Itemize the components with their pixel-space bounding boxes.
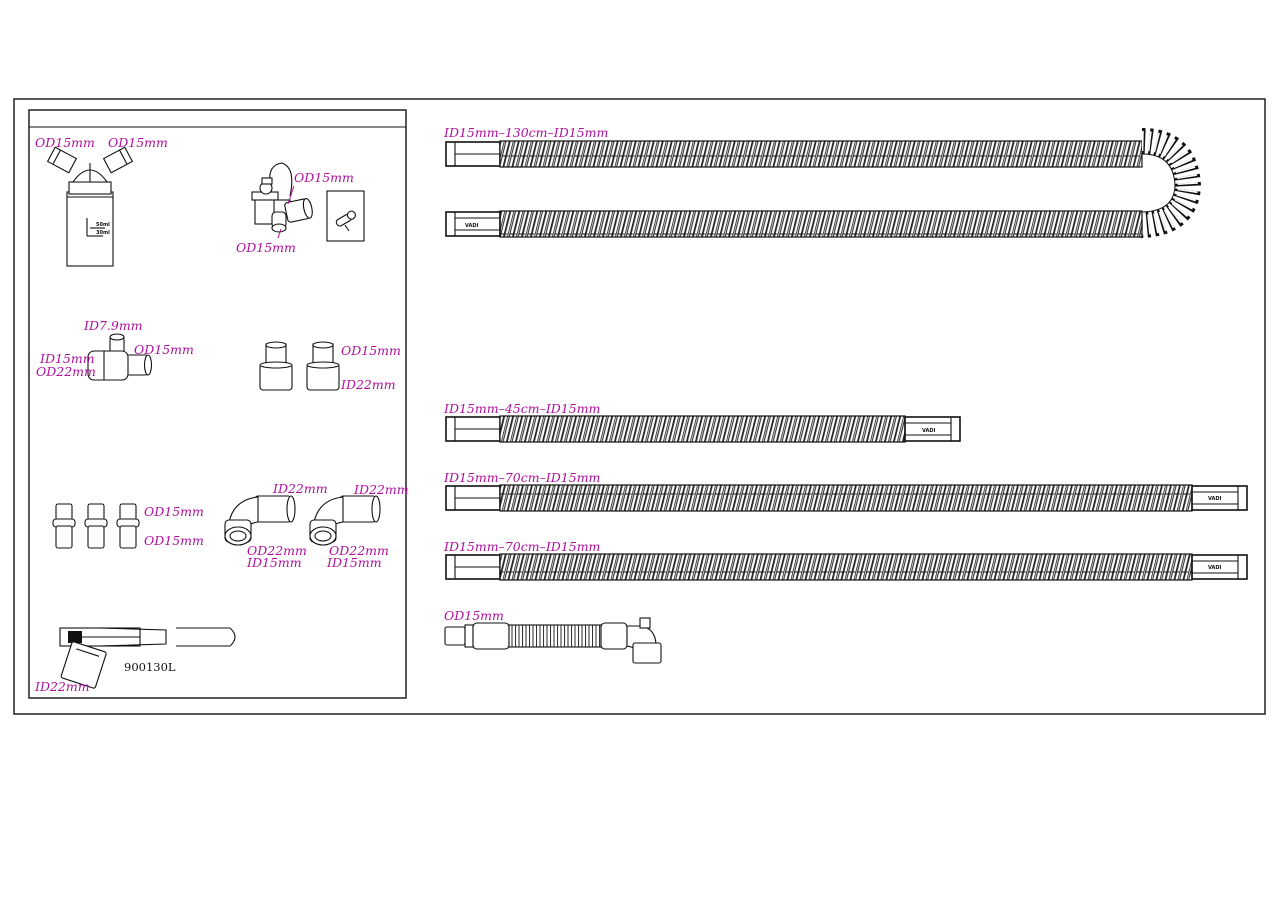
tube-130cm-cuff-mark: VADI — [465, 223, 479, 229]
tee-top-label: ID7.9mm — [83, 318, 143, 333]
valve-bottom-label: OD15mm — [236, 240, 296, 255]
tube-70cm-b-label: ID15mm–70cm–ID15mm — [443, 539, 600, 554]
elbow-2-od22-label: OD22mm — [329, 543, 389, 558]
outer-frame — [13, 98, 1266, 715]
tube-70cm-b — [445, 553, 1248, 581]
tube-short — [444, 617, 662, 664]
tube-70cm-a-cuff-mark: VADI — [1208, 496, 1222, 502]
y-adapter-left-label: OD15mm — [35, 135, 95, 150]
small-connector-1 — [52, 503, 76, 549]
elbow-1-id15-label: ID15mm — [246, 555, 302, 570]
elbow-1 — [224, 495, 296, 546]
tube-45cm-label: ID15mm–45cm–ID15mm — [443, 401, 600, 416]
small-connector-2 — [84, 503, 108, 549]
elbow-2-id15-label: ID15mm — [326, 555, 382, 570]
tee-connector — [87, 333, 153, 381]
tube-70cm-b-cuff-mark: VADI — [1208, 565, 1222, 571]
trap-id-label: ID22mm — [34, 679, 90, 694]
reducer-od-label: OD15mm — [341, 343, 401, 358]
elbow-2-id22-label: ID22mm — [353, 482, 409, 497]
small-connector-3 — [116, 503, 140, 549]
svg-text:50ml: 50ml — [96, 222, 110, 228]
connectors-od-top-label: OD15mm — [144, 504, 204, 519]
tee-right-label: OD15mm — [134, 342, 194, 357]
tube-45cm-cuff-mark: VADI — [922, 428, 936, 434]
tube-70cm-a-label: ID15mm–70cm–ID15mm — [443, 470, 600, 485]
valve — [251, 162, 313, 239]
y-adapter-right-label: OD15mm — [108, 135, 168, 150]
accessories-panel — [28, 109, 407, 699]
svg-text:30ml: 30ml — [96, 230, 110, 236]
tee-left-id-label: ID15mm — [39, 351, 95, 366]
reducer-id-label: ID22mm — [340, 377, 396, 392]
tube-130cm-label: ID15mm–130cm–ID15mm — [443, 125, 608, 140]
tee-left-od-label: OD22mm — [36, 364, 96, 379]
tube-short-label: OD15mm — [444, 608, 504, 623]
elbow-2 — [309, 495, 381, 546]
tube-70cm-a — [445, 484, 1248, 512]
y-adapter: 50ml 30ml — [46, 146, 134, 267]
valve-top-label: OD15mm — [294, 170, 354, 185]
connectors-od-bottom-label: OD15mm — [144, 533, 204, 548]
reducer-2 — [306, 341, 340, 391]
reducer-1 — [259, 341, 293, 391]
tube-130cm — [445, 128, 1202, 238]
elbow-1-od22-label: OD22mm — [247, 543, 307, 558]
trap-with-strap — [59, 627, 236, 689]
tube-45cm — [445, 415, 961, 443]
elbow-1-id22-label: ID22mm — [272, 481, 328, 496]
trap-part-number: 900130L — [124, 660, 176, 674]
valve-spare-box — [326, 190, 365, 242]
